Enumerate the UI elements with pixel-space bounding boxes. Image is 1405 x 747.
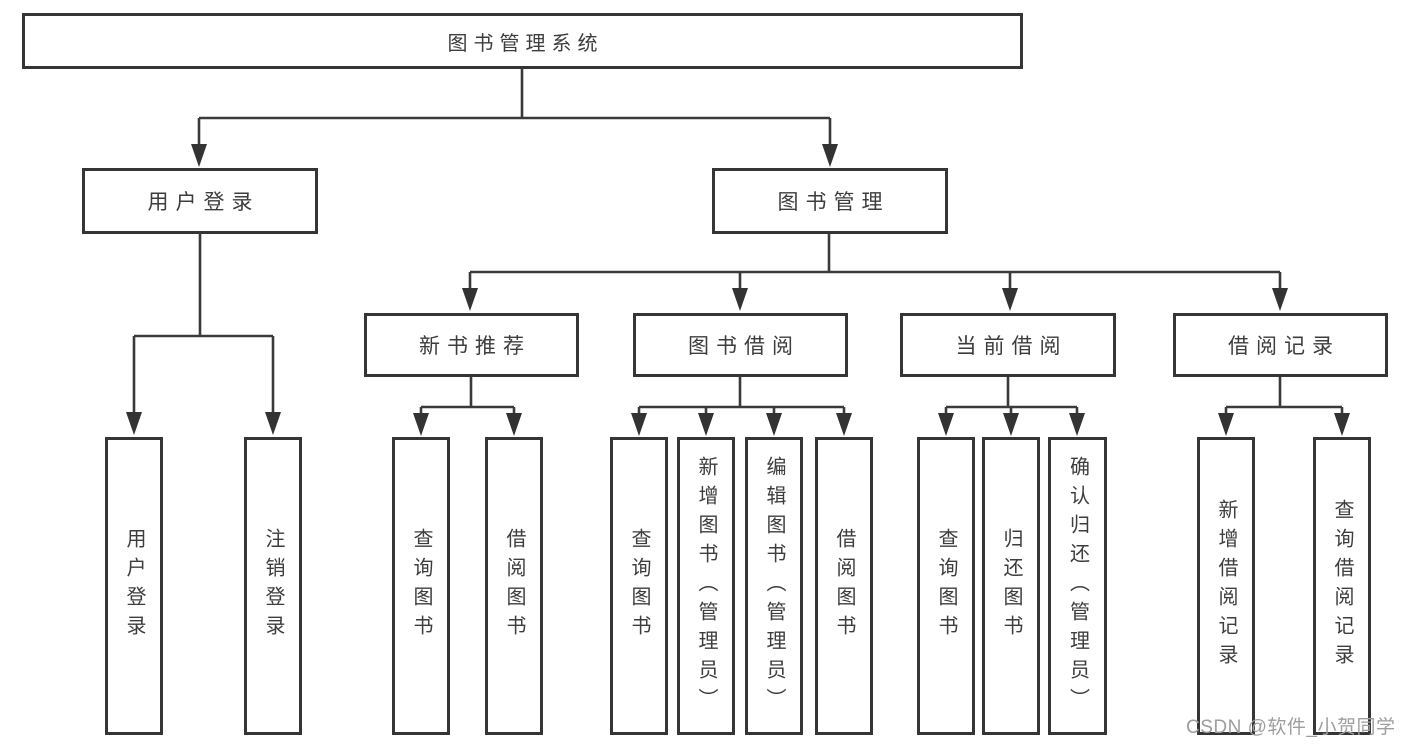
arrowhead-icon	[822, 144, 838, 167]
arrowhead-icon	[191, 144, 207, 167]
arrowhead-icon	[1334, 413, 1350, 436]
node-new-book-recommend: 新书推荐	[364, 313, 579, 377]
leaf-cb-query-books: 查询图书	[917, 437, 975, 735]
arrowhead-icon	[1002, 288, 1018, 311]
arrowhead-icon	[265, 412, 281, 435]
leaf-nb-query-books: 查询图书	[392, 437, 450, 735]
node-book-management: 图书管理	[712, 168, 948, 234]
leaf-cb-return-books: 归还图书	[982, 437, 1040, 735]
arrowhead-icon	[698, 413, 714, 436]
arrowhead-icon	[413, 413, 429, 436]
arrowhead-icon	[1218, 413, 1234, 436]
leaf-bb-edit-books-admin: 编辑图书（管理员）	[745, 437, 803, 735]
arrowhead-icon	[506, 413, 522, 436]
leaf-bb-add-books-admin: 新增图书（管理员）	[677, 437, 735, 735]
leaf-cb-confirm-return-admin: 确认归还（管理员）	[1048, 437, 1107, 735]
connector-stroke	[132, 68, 1344, 414]
arrowhead-icon	[126, 412, 142, 435]
node-user-login: 用户登录	[82, 168, 318, 234]
leaf-user-login: 用户登录	[105, 437, 163, 735]
arrowhead-icon	[938, 413, 954, 436]
leaf-bb-query-books: 查询图书	[610, 437, 668, 735]
arrowhead-icon	[1272, 288, 1288, 311]
leaf-bb-borrow-books: 借阅图书	[815, 437, 873, 735]
arrowhead-icon	[631, 413, 647, 436]
arrowhead-icon	[732, 288, 748, 311]
arrowhead-icons	[126, 144, 1350, 436]
leaf-br-query-record: 查询借阅记录	[1313, 437, 1371, 735]
arrowhead-icon	[1069, 413, 1085, 436]
arrowhead-icon	[766, 413, 782, 436]
arrowhead-icon	[836, 413, 852, 436]
node-current-borrow: 当前借阅	[900, 313, 1116, 377]
leaf-br-add-record: 新增借阅记录	[1197, 437, 1255, 735]
arrowhead-icon	[462, 288, 478, 311]
watermark: CSDN @软件_小贺同学	[1186, 717, 1396, 738]
node-book-borrow: 图书借阅	[633, 313, 848, 377]
arrowhead-icon	[1003, 413, 1019, 436]
leaf-nb-borrow-books: 借阅图书	[485, 437, 543, 735]
node-root: 图书管理系统	[22, 13, 1023, 69]
node-borrow-records: 借阅记录	[1173, 313, 1388, 377]
leaf-logout: 注销登录	[244, 437, 302, 735]
